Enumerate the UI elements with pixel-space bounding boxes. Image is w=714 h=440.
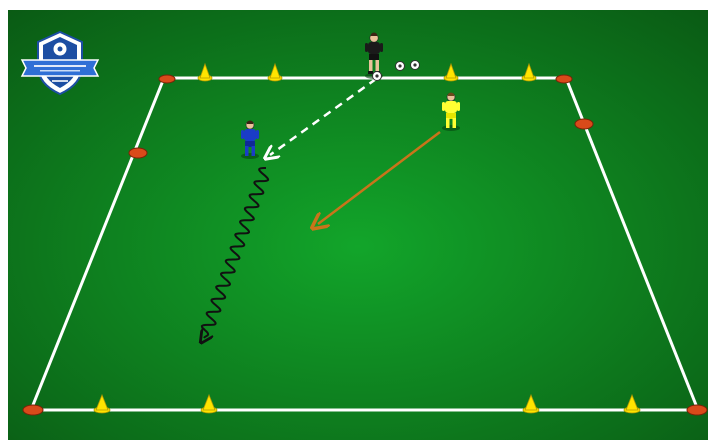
- cone: [443, 62, 459, 82]
- disc-marker: [686, 404, 708, 416]
- club-crest-logo: [20, 30, 100, 96]
- player-attacker: [241, 120, 259, 159]
- cones-top: [197, 62, 537, 82]
- cone: [521, 62, 537, 82]
- cone: [93, 393, 111, 414]
- cone: [200, 393, 218, 414]
- cone: [197, 62, 213, 82]
- disc-marker: [555, 74, 573, 84]
- cone: [623, 393, 641, 414]
- cone: [267, 62, 283, 82]
- ball: [410, 60, 420, 70]
- dribble-arrow: [202, 167, 270, 338]
- player-defender: [442, 92, 460, 131]
- disc-marker: [574, 118, 594, 130]
- disc-marker: [158, 74, 176, 84]
- pitch-background: [8, 10, 708, 440]
- disc-marker: [22, 404, 44, 416]
- spare-balls: [395, 60, 420, 71]
- ball: [395, 61, 405, 71]
- defender-run-arrow: [318, 131, 441, 224]
- disc-markers: [22, 74, 708, 416]
- player-server: [365, 32, 383, 81]
- disc-marker: [128, 147, 148, 159]
- cones-bottom: [93, 393, 641, 414]
- cone: [522, 393, 540, 414]
- pass-line: [270, 77, 377, 155]
- ball: [372, 71, 382, 81]
